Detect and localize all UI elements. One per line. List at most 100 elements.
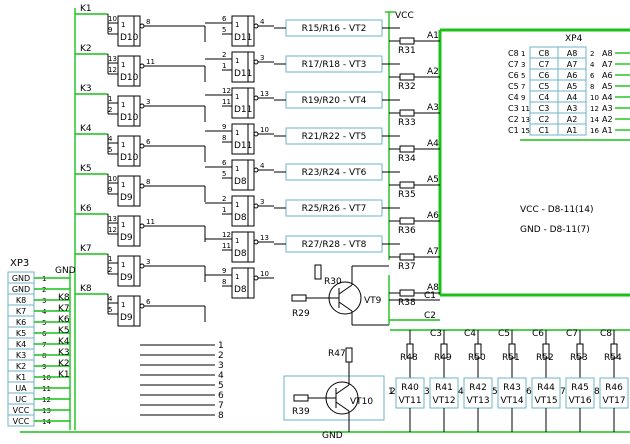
left-gate-bubble <box>139 23 145 29</box>
xp3-signal: K6 <box>16 318 26 327</box>
inverter-chain-middle: 1D116541D112131D111211131D1198101D86541D… <box>205 15 274 299</box>
xp4-c: C3 <box>539 104 550 113</box>
left-gate-pin3: 6 <box>146 138 151 146</box>
mid-gate-pin2: 1 <box>222 62 226 70</box>
vt10-pin: 1 <box>388 387 394 397</box>
left-gate-name: D10 <box>120 153 139 163</box>
mid-gate-pin1: 12 <box>222 231 231 239</box>
mid-gate-name: D11 <box>234 69 252 79</box>
left-gate-pin1: 1 <box>108 95 112 103</box>
xp3-signal: GND <box>12 274 30 283</box>
xp3-signal: K4 <box>16 340 26 349</box>
output-label: A2 <box>427 67 439 77</box>
stage-box-label: R19/R20 - VT4 <box>302 96 367 106</box>
bottom-resistor-label: R49 <box>434 353 452 363</box>
bottom-box-top: R43 <box>503 383 521 393</box>
xp4-left: C6 <box>508 71 519 80</box>
vt9-collector <box>338 284 353 295</box>
bottom-box-bottom: VT13 <box>466 396 489 406</box>
note-vcc: VCC - D8-11(14) <box>520 205 594 215</box>
xp4-c: C8 <box>539 49 550 58</box>
output-label: A8 <box>427 283 439 293</box>
bottom-box-top: R41 <box>435 383 453 393</box>
mid-gate-pin3: 13 <box>260 234 269 242</box>
left-gate-name: D9 <box>120 233 133 243</box>
r39-label: R39 <box>292 407 310 417</box>
xp4-right-pin: 8 <box>590 83 594 91</box>
xp4-a: A6 <box>567 71 578 80</box>
left-gate-pin3: 3 <box>146 258 150 266</box>
left-gate-name: D9 <box>120 193 133 203</box>
bottom-box-top: R45 <box>571 383 589 393</box>
left-gate-fn: 1 <box>121 301 125 309</box>
left-gate-fn: 1 <box>121 101 125 109</box>
xp4-right-pin: 6 <box>590 72 595 80</box>
left-gate-pin1: 13 <box>108 55 117 63</box>
xp4-left-pin: 1 <box>521 50 525 58</box>
xp4-c: C5 <box>539 82 550 91</box>
xp3-signal: K5 <box>16 329 26 338</box>
mid-gate-pin1: 12 <box>222 87 231 95</box>
xp4-right-pin: 14 <box>590 116 599 124</box>
mid-gate-pin3: 3 <box>260 54 264 62</box>
xp3-signal: UA <box>15 384 27 393</box>
r47-label: R47 <box>328 349 346 359</box>
xp4-c: C4 <box>539 93 550 102</box>
xp3-signal: K8 <box>16 296 26 305</box>
xp4-a: A1 <box>567 126 578 135</box>
mid-gate-fn: 1 <box>235 201 239 209</box>
xp3-pin: 13 <box>42 407 51 415</box>
r30-label: R30 <box>324 277 342 287</box>
left-gate-pin2: 12 <box>108 226 117 234</box>
xp4-right: A5 <box>602 82 613 91</box>
xp3-side-label: K3 <box>58 348 70 358</box>
xp4-right-pin: 10 <box>590 94 599 102</box>
k-label: K3 <box>80 84 92 94</box>
vt9-label: VT9 <box>364 296 382 306</box>
left-gate-bubble <box>139 183 145 189</box>
output-label: A4 <box>427 139 439 149</box>
left-gate-pin1: 4 <box>108 135 113 143</box>
k-label: K2 <box>80 44 92 54</box>
output-resistor-label: R36 <box>398 226 416 236</box>
bottom-box <box>497 377 527 409</box>
left-gate-pin2: 12 <box>108 66 117 74</box>
xp4-a: A4 <box>567 93 578 102</box>
mid-gate-pin1: 2 <box>222 51 226 59</box>
r29-resistor <box>291 294 307 302</box>
mid-gate-name: D8 <box>234 249 247 259</box>
mid-gate-pin1: 6 <box>222 15 227 23</box>
mid-gate-pin3: 10 <box>260 126 269 134</box>
bottom-resistor-label: R51 <box>502 353 520 363</box>
xp4-left-pin: 9 <box>521 94 525 102</box>
xp3-pin: 7 <box>42 341 46 349</box>
mid-gate-pin1: 9 <box>222 123 226 131</box>
xp4-a: A2 <box>567 115 578 124</box>
left-gate-pin1: 4 <box>108 295 113 303</box>
xp4-a: A8 <box>567 49 578 58</box>
output-resistor <box>399 181 415 189</box>
output-label: A3 <box>427 103 439 113</box>
xp3-side-label: K2 <box>58 359 70 369</box>
left-gate-name: D10 <box>120 33 139 43</box>
xp4-right: A3 <box>602 104 613 113</box>
bottom-box <box>565 377 595 409</box>
left-gate-name: D9 <box>120 313 133 323</box>
left-gate-fn: 1 <box>121 221 125 229</box>
xp3-signal: VCC <box>13 417 30 426</box>
k-label: K7 <box>80 244 92 254</box>
left-gate-bubble <box>139 63 145 69</box>
left-gate-pin3: 3 <box>146 98 150 106</box>
xp4-left-pin: 15 <box>521 127 530 135</box>
xp3-side-label: K6 <box>58 315 70 325</box>
output-resistor <box>399 217 415 225</box>
k-label: K4 <box>80 124 92 134</box>
mid-gate-pin2: 11 <box>222 98 231 106</box>
xp4-left: C3 <box>508 104 519 113</box>
mid-gate-pin3: 4 <box>260 162 265 170</box>
left-gate-name: D10 <box>120 113 139 123</box>
bottom-pin: 7 <box>560 387 566 397</box>
bottom-resistor-label: R52 <box>536 353 554 363</box>
